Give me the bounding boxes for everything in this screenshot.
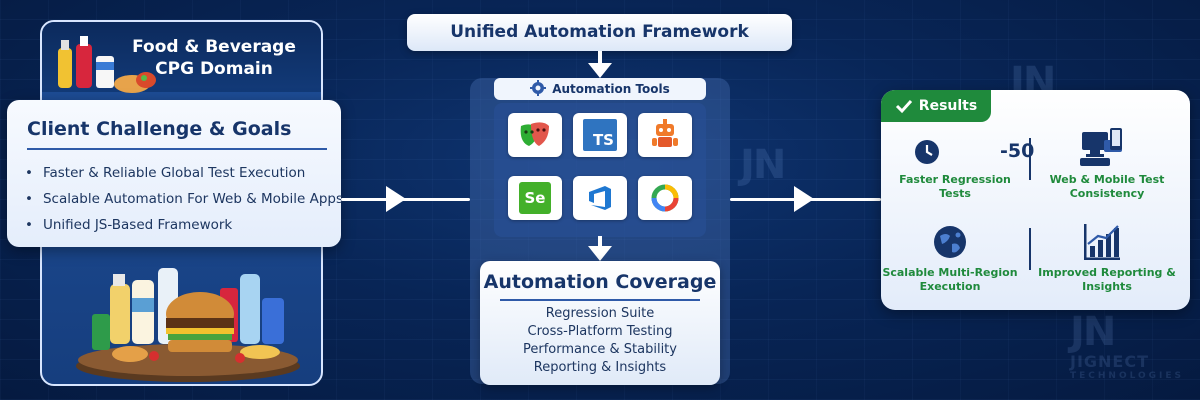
watermark-text: JIGNECT xyxy=(1070,352,1150,371)
regression-value: -50 xyxy=(1000,140,1035,162)
result-label: Improved Reporting & Insights xyxy=(1038,266,1176,293)
coverage-item: Cross-Platform Testing xyxy=(527,324,673,339)
automation-coverage-card: Automation Coverage Regression Suite Cro… xyxy=(480,261,720,385)
tool-tile-robot xyxy=(638,113,692,157)
food-products-illustration xyxy=(76,268,300,382)
tool-tile-selenium: Se xyxy=(508,176,562,220)
client-challenge-card: Client Challenge & Goals Faster & Reliab… xyxy=(7,100,343,247)
lighthouse-icon xyxy=(651,184,679,212)
watermark-subtext: TECHNOLOGIES xyxy=(1070,371,1185,381)
tools-header: Automation Tools xyxy=(494,78,706,100)
tool-tile-azure-devops xyxy=(573,176,627,220)
challenge-title: Client Challenge & Goals xyxy=(27,118,292,140)
result-label: Scalable Multi-Region Execution xyxy=(882,266,1018,293)
coverage-item: Regression Suite xyxy=(545,306,655,321)
tool-tile-typescript: TS xyxy=(573,113,627,157)
coverage-title: Automation Coverage xyxy=(483,271,717,293)
bar-chart-growth-icon xyxy=(1084,224,1120,260)
watermark-logo: JN JIGNECT TECHNOLOGIES xyxy=(1070,309,1185,381)
arrow-down-icon xyxy=(588,51,612,78)
tool-tile-lighthouse xyxy=(638,176,692,220)
devices-icon xyxy=(1080,128,1122,166)
domain-title: Food & Beverage CPG Domain xyxy=(119,36,309,80)
results-title: Results xyxy=(918,98,978,114)
challenge-item: Unified JS-Based Framework xyxy=(25,212,343,238)
coverage-item: Reporting & Insights xyxy=(533,360,667,375)
results-divider xyxy=(1029,228,1031,270)
playwright-icon xyxy=(520,122,549,146)
robot-icon xyxy=(652,119,678,147)
results-divider xyxy=(1029,138,1031,180)
challenge-divider xyxy=(27,148,327,150)
framework-title: Unified Automation Framework xyxy=(407,14,792,51)
azure-devops-icon xyxy=(589,186,611,210)
arrow-right-icon xyxy=(794,186,814,212)
typescript-icon: TS xyxy=(583,119,617,151)
beverage-products-icon xyxy=(58,36,156,93)
results-badge: Results xyxy=(881,90,991,122)
challenge-item: Faster & Reliable Global Test Execution xyxy=(25,160,343,186)
arrow-down-icon xyxy=(588,236,612,261)
globe-icon xyxy=(934,226,966,258)
clock-icon xyxy=(915,140,939,164)
result-label: Web & Mobile Test Consistency xyxy=(1049,173,1165,200)
domain-title-line2: CPG Domain xyxy=(155,59,273,79)
gear-icon xyxy=(530,80,547,96)
challenge-item: Scalable Automation For Web & Mobile App… xyxy=(25,186,343,212)
typescript-label: TS xyxy=(592,131,614,149)
challenge-list: Faster & Reliable Global Test Execution … xyxy=(25,160,343,238)
selenium-label: Se xyxy=(524,189,546,207)
coverage-divider xyxy=(500,299,700,301)
result-label: Faster Regression Tests xyxy=(899,173,1011,200)
checkmark-icon xyxy=(895,99,912,114)
results-card xyxy=(881,90,1190,310)
tools-title: Automation Tools xyxy=(552,82,670,96)
arrow-right-icon xyxy=(386,186,406,212)
selenium-icon: Se xyxy=(519,182,551,214)
domain-title-line1: Food & Beverage xyxy=(132,37,296,57)
tool-tile-playwright xyxy=(508,113,562,157)
connector-left xyxy=(341,198,470,201)
coverage-item: Performance & Stability xyxy=(523,342,677,357)
watermark-logo: JN xyxy=(740,142,786,188)
